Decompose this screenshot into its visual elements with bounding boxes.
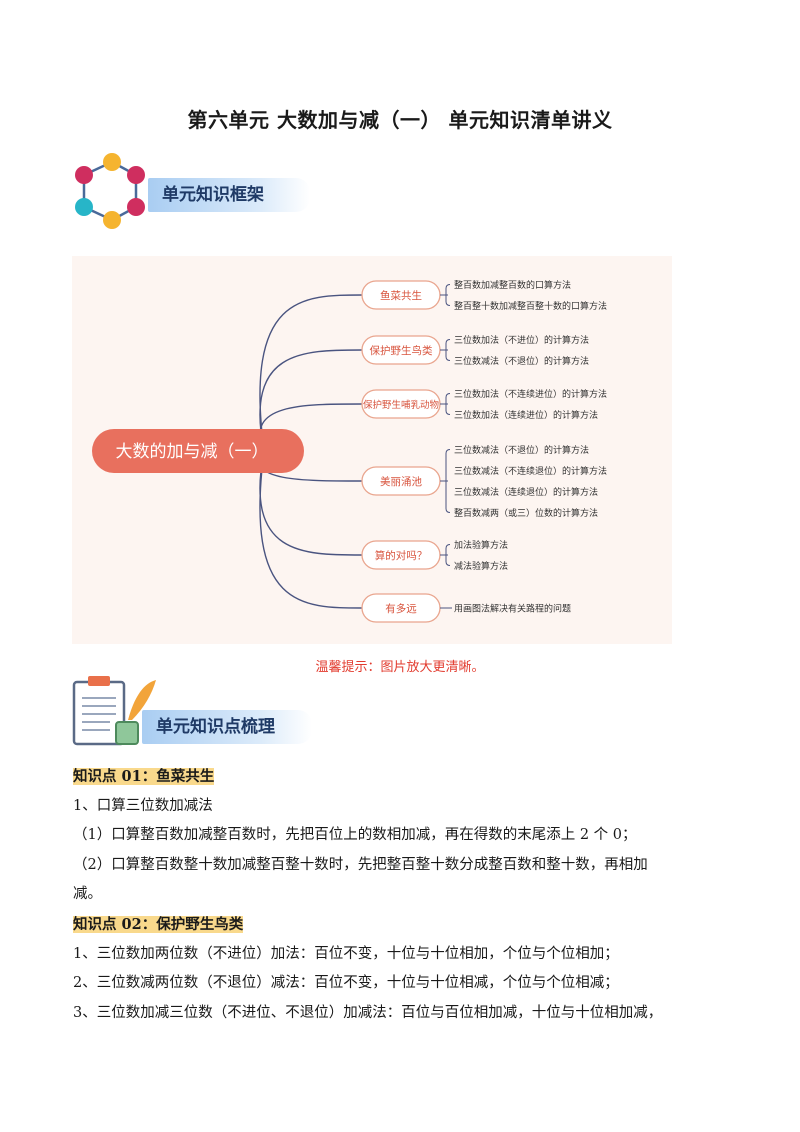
leaf-bracket (440, 393, 451, 415)
knowledge-content: 知识点 01：鱼菜共生 1、口算三位数加减法 （1）口算整百数加减整百数时，先把… (73, 762, 733, 1028)
knowledge-line: 减。 (73, 886, 102, 903)
leaf-bracket (440, 339, 451, 361)
leaf-label: 三位数加法（不进位）的计算方法 (454, 334, 589, 346)
section-banner-framework: 单元知识框架 (70, 150, 310, 240)
leaf-label: 三位数减法（连续退位）的计算方法 (454, 486, 598, 498)
branch-label: 美丽涌池 (380, 475, 422, 488)
section-banner-label: 单元知识框架 (148, 178, 310, 212)
leaf-label: 三位数加法（连续进位）的计算方法 (454, 409, 598, 421)
knowledge-point-heading-text: 知识点 02：保护野生鸟类 (73, 915, 244, 933)
clipboard-quill-icon (72, 676, 156, 746)
knowledge-point-heading: 知识点 02：保护野生鸟类 (73, 910, 733, 940)
leaf-bracket (440, 284, 451, 306)
leaf-bracket (440, 544, 451, 566)
root-label: 大数的加与减（一） (116, 442, 269, 462)
leaf-label: 三位数减法（不连续退位）的计算方法 (454, 465, 607, 477)
leaf-label: 整百整十数加减整百整十数的口算方法 (454, 300, 607, 312)
leaf-bracket (440, 449, 451, 513)
knowledge-line: 1、三位数加两位数（不进位）加法：百位不变，十位与十位相加，个位与个位相加； (73, 945, 619, 962)
leaf-label: 三位数加法（不连续进位）的计算方法 (454, 388, 607, 400)
branch-label: 保护野生哺乳动物 (363, 399, 440, 411)
hexagon-molecule-icon (75, 153, 145, 229)
branch-label: 算的对吗？ (375, 549, 428, 562)
page-title: 第六单元 大数加与减（一） 单元知识清单讲义 (187, 108, 613, 132)
leaf-label: 三位数减法（不退位）的计算方法 (454, 444, 589, 456)
leaf-label: 整百数减两（或三）位数的计算方法 (454, 507, 598, 519)
leaf-label: 减法验算方法 (454, 560, 508, 572)
knowledge-point-heading-text: 知识点 01：鱼菜共生 (73, 768, 215, 785)
mind-map: 鱼菜共生 整百数加减整百数的口算方法整百整十数加减整百整十数的口算方法保护野生鸟类… (72, 256, 672, 644)
branch-connector (259, 349, 363, 452)
branch-label: 鱼菜共生 (380, 289, 422, 302)
branch-connector (259, 450, 363, 609)
knowledge-point-heading: 知识点 01：鱼菜共生 (73, 762, 733, 792)
branch-label: 有多远 (385, 602, 417, 615)
section-banner-label: 单元知识点梳理 (142, 710, 312, 744)
knowledge-line: 2、三位数减两位数（不退位）减法：百位不变，十位与十位相减，个位与个位相减； (73, 975, 619, 992)
root-node (92, 429, 304, 473)
knowledge-line: 3、三位数加减三位数（不进位、不退位）加减法：百位与百位相加减，十位与十位相加减… (73, 1004, 663, 1021)
knowledge-line: （2）口算整百数整十数加减整百整十数时，先把整百整十数分成整百数和整十数，再相加 (73, 856, 648, 873)
branch-connector (259, 294, 363, 452)
knowledge-line: 1、口算三位数加减法 (73, 797, 213, 814)
leaf-label: 用画图法解决有关路程的问题 (454, 603, 571, 615)
leaf-label: 加法验算方法 (454, 539, 508, 551)
branch-label: 保护野生鸟类 (370, 344, 433, 357)
section-banner-knowledge: 单元知识点梳理 (70, 672, 312, 752)
knowledge-line: （1）口算整百数加减整百数时，先把百位上的数相加减，再在得数的末尾添上 2 个 … (73, 827, 637, 844)
leaf-label: 整百数加减整百数的口算方法 (454, 279, 571, 291)
mind-map-canvas: 鱼菜共生 整百数加减整百数的口算方法整百整十数加减整百整十数的口算方法保护野生鸟类… (92, 279, 607, 623)
tip-text: 温馨提示：图片放大更清晰。 (315, 660, 485, 675)
leaf-label: 三位数减法（不退位）的计算方法 (454, 355, 589, 367)
